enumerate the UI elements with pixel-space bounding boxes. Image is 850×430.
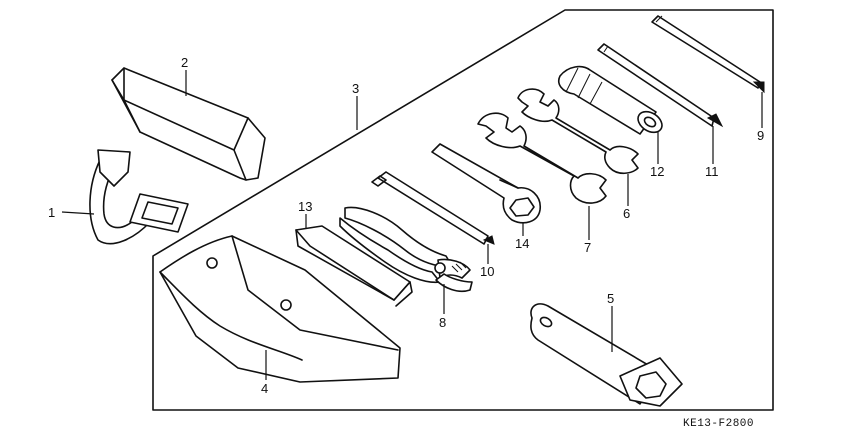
callout-11: 11: [705, 164, 719, 179]
spanner-6-part: [517, 88, 639, 175]
screwdriver-handle-part: [558, 65, 663, 135]
handle-grip-part: [295, 225, 413, 307]
callout-14: 14: [515, 236, 529, 251]
pliers-part: [339, 206, 473, 293]
figure-code: KE13-F2800: [683, 418, 754, 430]
callout-1: 1: [48, 205, 55, 220]
plug-wrench-part: [530, 303, 683, 407]
phillips-screwdriver-part: [651, 15, 765, 94]
callout-4: 4: [261, 381, 268, 396]
callout-8: 8: [439, 315, 446, 330]
screwdriver-part: [371, 171, 495, 245]
tool-bag-part: [159, 235, 401, 383]
tool-tray-part: [111, 67, 266, 181]
callout-12: 12: [650, 164, 664, 179]
callout-6: 6: [623, 206, 630, 221]
callout-13: 13: [298, 199, 312, 214]
callout-10: 10: [480, 264, 494, 279]
callout-9: 9: [757, 128, 764, 143]
strap-part: [89, 149, 189, 245]
callout-5: 5: [607, 291, 614, 306]
spanner-14-part: [431, 143, 541, 224]
spanner-7-part: [477, 112, 607, 204]
kit-enclosure-outline: [152, 9, 774, 411]
flat-screwdriver-part: [597, 43, 724, 128]
callout-3: 3: [352, 81, 359, 96]
callout-2: 2: [181, 55, 188, 70]
leader-lines: [61, 70, 763, 380]
callout-7: 7: [584, 240, 591, 255]
